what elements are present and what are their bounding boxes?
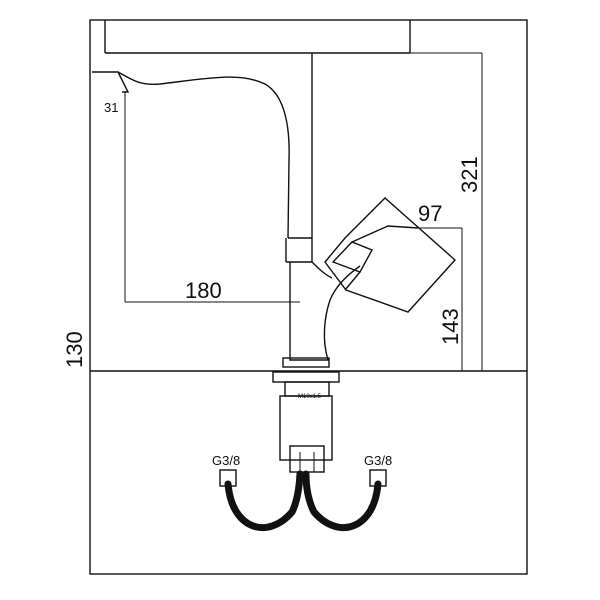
outer-frame [89, 19, 528, 575]
spout-height-dimension: 321 [410, 52, 483, 371]
svg-text:180: 180 [185, 278, 222, 303]
mounting-shank: M10x1.5 [272, 371, 340, 473]
faucet-body [282, 261, 361, 368]
supply-hoses [219, 469, 387, 532]
svg-text:97: 97 [418, 201, 442, 226]
left-hose-fitting [219, 469, 237, 487]
spout-outline [92, 20, 411, 239]
base-height-label: 130 [62, 331, 87, 368]
handle-height-dimension: 143 [438, 228, 463, 371]
angle-dimension-label: 31 [104, 100, 118, 115]
reach-dimension: 180 [124, 92, 300, 303]
svg-text:143: 143 [438, 308, 463, 345]
faucet-handle [324, 197, 456, 313]
handle-length-dimension: 97 [418, 201, 462, 229]
shank-marking-label: M10x1.5 [298, 394, 322, 400]
svg-text:321: 321 [457, 156, 482, 193]
right-connector-label: G3/8 [364, 453, 392, 468]
right-hose-fitting [369, 469, 387, 487]
left-connector-label: G3/8 [212, 453, 240, 468]
faucet-collar [285, 237, 313, 263]
